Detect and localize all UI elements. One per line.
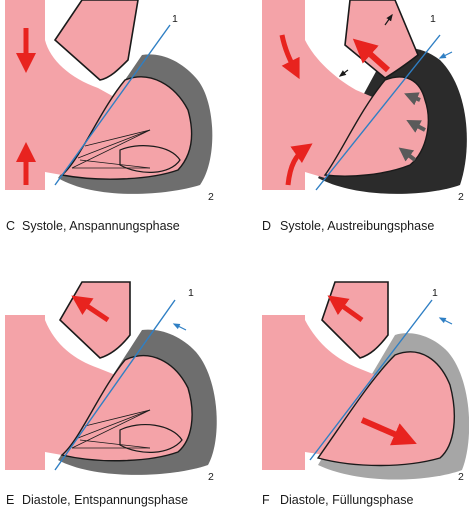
expansion-arrow — [338, 69, 349, 77]
plane-label-1: 1 — [430, 13, 436, 25]
aorta — [53, 0, 139, 81]
panel-e: 1 2 E Diastole, Entspannungsphase — [5, 281, 217, 507]
atrium — [262, 315, 378, 470]
flow-arrow-aorta — [71, 295, 110, 323]
panel-caption: Diastole, Entspannungsphase — [22, 493, 188, 507]
plane-label-2: 2 — [458, 191, 464, 203]
aorta — [58, 281, 131, 359]
ventricle-chamber — [316, 351, 455, 467]
contraction-arrow — [398, 147, 417, 162]
plane-label-1: 1 — [432, 287, 438, 299]
contraction-arrow — [406, 120, 426, 133]
valve-shift-arrow — [438, 317, 453, 325]
panel-letter: C — [6, 219, 15, 233]
panel-letter: D — [262, 219, 271, 233]
panel-letter: F — [262, 493, 270, 507]
valve-plane-line — [309, 299, 433, 461]
flow-arrow-aorta — [327, 295, 364, 323]
valve-shift-arrow — [438, 51, 453, 59]
chordae-tendineae — [71, 409, 151, 449]
contraction-arrow — [404, 92, 421, 106]
plane-label-2: 2 — [208, 191, 214, 203]
flow-arrow-atrium-down — [279, 34, 300, 80]
plane-label-2: 2 — [208, 471, 214, 483]
plane-label-2: 2 — [458, 471, 464, 483]
aorta — [321, 281, 389, 359]
valve-shift-arrow — [172, 323, 187, 331]
panel-f: 1 2 F Diastole, Füllungsphase — [262, 281, 469, 507]
valve-plane-line — [315, 34, 441, 191]
panel-caption: Systole, Anspannungsphase — [22, 219, 180, 233]
flow-arrow-filling — [360, 417, 417, 446]
panel-c: 1 2 C Systole, Anspannungsphase — [5, 0, 214, 233]
panel-letter: E — [6, 493, 14, 507]
valve-plane-line — [54, 299, 176, 471]
plane-label-1: 1 — [172, 13, 178, 25]
chordae-tendineae — [71, 129, 151, 169]
expansion-arrow — [384, 13, 393, 26]
valve-plane-line — [54, 24, 171, 186]
panel-caption: Diastole, Füllungsphase — [280, 493, 413, 507]
flow-arrow-aorta — [352, 38, 390, 73]
papillary-muscle — [119, 423, 183, 453]
panel-d: 1 2 D Systole, Austreibungsphase — [262, 0, 467, 233]
papillary-muscle — [119, 145, 181, 173]
flow-arrow-atrium-up — [285, 143, 313, 186]
plane-label-1: 1 — [188, 287, 194, 299]
atrium — [5, 315, 118, 470]
panel-caption: Systole, Austreibungsphase — [280, 219, 434, 233]
